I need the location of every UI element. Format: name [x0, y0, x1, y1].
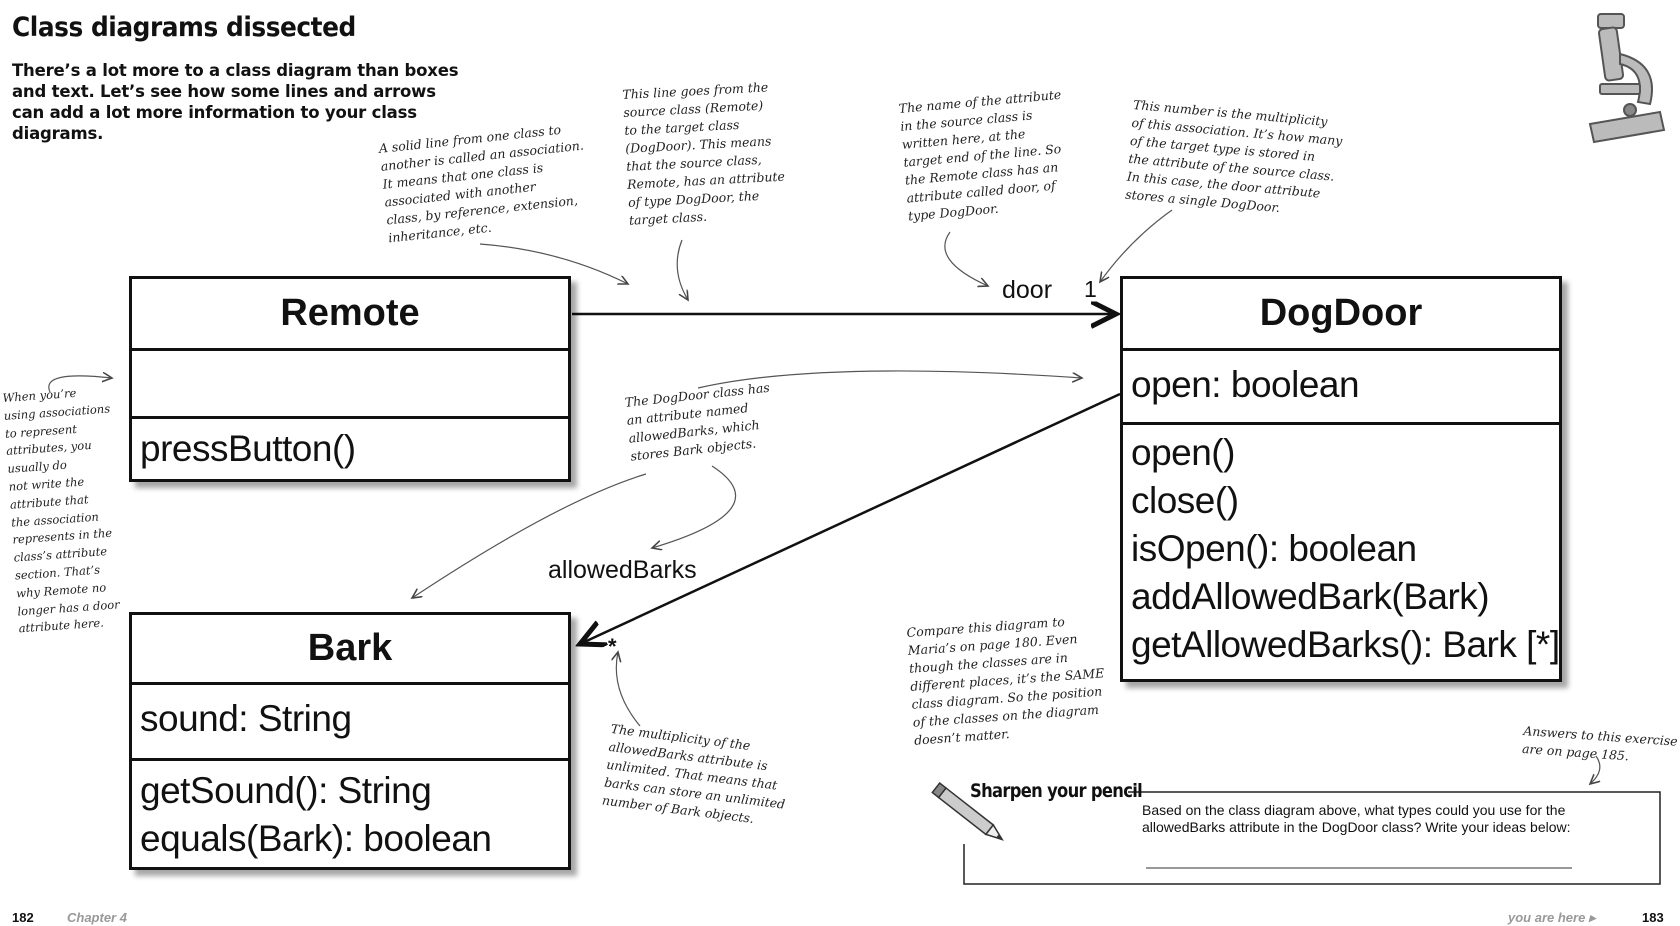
method: pressButton()	[140, 428, 356, 469]
note-associations-attributes: When you’re using associations to repres…	[2, 383, 126, 639]
note-unlimited: The multiplicity of the allowedBarks att…	[601, 720, 793, 832]
class-name: DogDoor	[1123, 279, 1559, 351]
you-are-here: you are here ▸	[1508, 910, 1596, 925]
door-role-label: door	[1002, 276, 1053, 304]
sharpen-pencil-heading: Sharpen your pencil	[970, 780, 1143, 802]
right-page-number: 183	[1642, 910, 1664, 925]
note-compare: Compare this diagram to Maria’s on page …	[906, 610, 1109, 749]
method: close()	[1131, 480, 1239, 521]
method: isOpen(): boolean	[1131, 528, 1417, 569]
note-allowed-barks: The DogDoor class has an attribute named…	[624, 379, 776, 466]
note-line-direction: This line goes from the source class (Re…	[622, 78, 787, 230]
class-name: Bark	[132, 615, 568, 685]
page-title: Class diagrams dissected	[12, 12, 356, 43]
attributes-section: sound: String	[132, 685, 568, 761]
door-multiplicity-label: 1	[1084, 276, 1097, 302]
methods-section: getSound(): String equals(Bark): boolean	[132, 761, 568, 863]
class-remote: Remote pressButton()	[129, 276, 571, 482]
barks-role-label: allowedBarks	[548, 556, 697, 584]
class-bark: Bark sound: String getSound(): String eq…	[129, 612, 571, 870]
left-page-number: 182	[12, 910, 34, 925]
method: getSound(): String	[140, 770, 432, 811]
note-multiplicity: This number is the multiplicity of this …	[1125, 96, 1345, 222]
barks-multiplicity-label: *	[608, 634, 617, 659]
method: equals(Bark): boolean	[140, 818, 492, 859]
note-association: A solid line from one class to another i…	[378, 119, 592, 248]
attributes-section: open: boolean	[1123, 351, 1559, 425]
method: getAllowedBarks(): Bark [*]	[1131, 624, 1560, 665]
note-attribute-name: The name of the attribute in the source …	[898, 86, 1071, 226]
intro-text: There’s a lot more to a class diagram th…	[12, 61, 459, 143]
note-answers: Answers to this exercise are on page 185…	[1521, 722, 1679, 769]
attribute: open: boolean	[1131, 364, 1360, 405]
attributes-section	[132, 351, 568, 419]
method: open()	[1131, 432, 1235, 473]
attribute: sound: String	[140, 698, 352, 739]
methods-section: open() close() isOpen(): boolean addAllo…	[1123, 425, 1560, 669]
class-dogdoor: DogDoor open: boolean open() close() isO…	[1120, 276, 1562, 682]
chapter-label: Chapter 4	[67, 910, 127, 925]
class-name: Remote	[132, 279, 568, 351]
exercise-question: Based on the class diagram above, what t…	[1142, 802, 1571, 835]
method: addAllowedBark(Bark)	[1131, 576, 1490, 617]
methods-section: pressButton()	[132, 419, 568, 473]
